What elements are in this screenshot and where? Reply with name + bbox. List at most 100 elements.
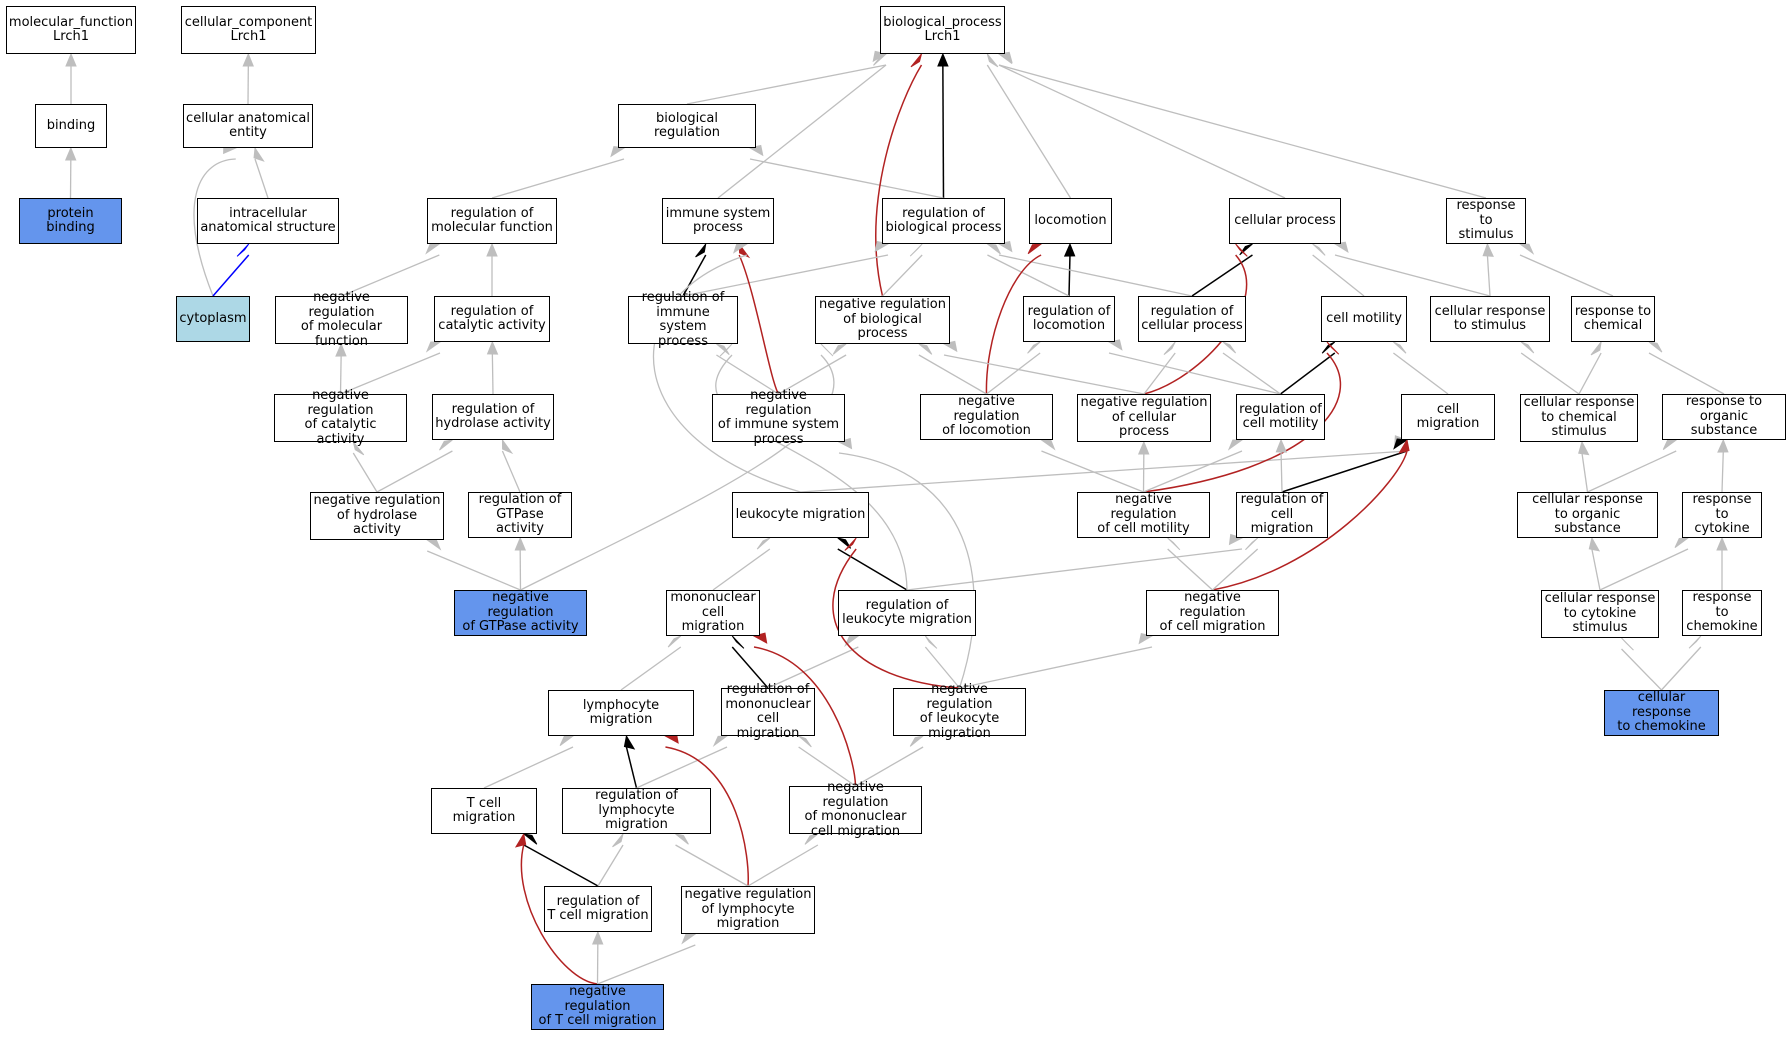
node-cellular-process[interactable]: cellular process — [1229, 198, 1341, 244]
node-regulation-of-molecular-function[interactable]: regulation of molecular function — [427, 198, 557, 244]
node-regulation-of-cellular-process[interactable]: regulation of cellular process — [1138, 296, 1246, 342]
node-neg-reg-cell-motility[interactable]: negative regulation of cell motility — [1077, 492, 1210, 538]
node-regulation-of-leukocyte-migration[interactable]: regulation of leukocyte migration — [838, 590, 976, 636]
node-response-to-organic-substance[interactable]: response to organic substance — [1662, 394, 1786, 440]
node-regulation-of-mononuclear-cell-migration[interactable]: regulation of mononuclear cell migration — [721, 682, 815, 740]
node-regulation-of-GTPase-activity[interactable]: regulation of GTPase activity — [468, 492, 572, 538]
edge-arrowhead — [1590, 340, 1602, 356]
edge-arrowhead — [1716, 536, 1728, 551]
node-response-to-cytokine[interactable]: response to cytokine — [1682, 492, 1762, 538]
node-neg-reg-leukocyte-migration[interactable]: negative regulation of leukocyte migrati… — [893, 682, 1026, 740]
edge-arrowhead — [1688, 635, 1702, 649]
node-cellular-component[interactable]: cellular_component Lrch1 — [181, 6, 316, 54]
edge-arrowhead — [425, 243, 441, 255]
node-cellular-response-to-chemokine[interactable]: cellular response to chemokine — [1604, 690, 1719, 736]
edge-arrowhead — [610, 146, 626, 158]
node-response-to-chemokine[interactable]: response to chemokine — [1682, 590, 1762, 636]
node-neg-reg-T-cell-migration[interactable]: negative regulation of T cell migration — [531, 984, 664, 1030]
edge-arrowhead — [612, 833, 624, 848]
node-response-to-stimulus[interactable]: response to stimulus — [1446, 198, 1526, 244]
node-regulation-of-hydrolase-activity[interactable]: regulation of hydrolase activity — [432, 394, 554, 440]
node-biological-process[interactable]: biological_process Lrch1 — [880, 6, 1005, 54]
edge-arrowhead — [1027, 341, 1041, 354]
edge-mononuclear-cell-migration-to-leukocyte-migration — [712, 548, 771, 591]
node-regulation-of-cell-motility[interactable]: regulation of cell motility — [1236, 394, 1325, 440]
node-regulation-of-lymphocyte-migration[interactable]: regulation of lymphocyte migration — [562, 788, 711, 834]
edge-arrowhead — [731, 635, 745, 649]
node-cellular-response-to-organic-substance[interactable]: cellular response to organic substance — [1517, 492, 1658, 538]
edge-T-cell-migration-to-lymphocyte-migration — [483, 746, 574, 789]
node-lymphocyte-migration[interactable]: lymphocyte migration — [548, 690, 694, 736]
node-neg-reg-biological-process[interactable]: negative regulation of biological proces… — [815, 296, 950, 344]
edge-neg-reg-leukocyte-migration-to-regulation-of-leukocyte-migration — [924, 646, 960, 689]
edge-arrowhead — [335, 342, 347, 357]
edge-arrowhead — [910, 53, 922, 68]
node-leukocyte-migration[interactable]: leukocyte migration — [732, 492, 869, 538]
node-binding[interactable]: binding — [35, 104, 107, 148]
edge-regulation-of-cell-migration-to-cell-migration — [1281, 450, 1408, 493]
node-protein-binding[interactable]: protein binding — [19, 198, 122, 244]
edge-neg-reg-cell-migration-to-cell-migration — [1212, 450, 1408, 591]
edge-neg-reg-cell-migration-to-regulation-of-cell-migration — [1212, 548, 1259, 591]
node-molecular-function[interactable]: molecular_function Lrch1 — [6, 6, 136, 54]
node-neg-reg-mononuclear-cell-migration[interactable]: negative regulation of mononuclear cell … — [789, 780, 922, 838]
edge-locomotion-to-biological-process — [986, 64, 1072, 199]
edge-arrowhead — [486, 340, 499, 355]
edge-response-to-cytokine-to-response-to-organic-substance — [1721, 450, 1724, 493]
node-neg-reg-immune-system-process[interactable]: negative regulation of immune system pro… — [712, 388, 845, 446]
edge-cellular-response-to-organic-substance-to-response-to-organic-substance — [1587, 450, 1677, 493]
edge-arrowhead — [844, 635, 860, 648]
node-neg-reg-lymphocyte-migration[interactable]: negative regulation of lymphocyte migrat… — [681, 886, 815, 934]
edge-arrowhead — [804, 833, 819, 845]
node-neg-reg-cellular-process[interactable]: negative regulation of cellular process — [1077, 394, 1211, 442]
node-immune-system-process[interactable]: immune system process — [662, 198, 774, 244]
node-cellular-anatomical-entity[interactable]: cellular anatomical entity — [183, 104, 313, 148]
edge-neg-reg-hydrolase-activity-to-regulation-of-hydrolase-activity — [376, 450, 453, 493]
node-cell-motility[interactable]: cell motility — [1321, 296, 1407, 342]
edge-neg-reg-locomotion-to-neg-reg-biological-process — [918, 354, 987, 395]
edge-cellular-process-to-biological-process — [998, 64, 1286, 199]
node-neg-reg-catalytic-activity[interactable]: negative regulation of catalytic activit… — [274, 388, 407, 446]
node-regulation-of-locomotion[interactable]: regulation of locomotion — [1023, 296, 1115, 342]
node-cytoplasm[interactable]: cytoplasm — [176, 296, 250, 342]
edge-neg-reg-leukocyte-migration-to-neg-reg-cell-migration — [959, 646, 1153, 689]
edge-arrowhead — [1239, 243, 1253, 256]
edge-arrowhead — [1167, 537, 1181, 551]
edge-cellular-response-to-cytokine-stimulus-to-cellular-response-to-organic-substance — [1591, 548, 1601, 591]
node-cellular-response-to-chemical-stimulus[interactable]: cellular response to chemical stimulus — [1520, 394, 1638, 442]
edge-regulation-of-locomotion-to-locomotion — [1068, 254, 1071, 297]
node-response-to-chemical[interactable]: response to chemical — [1571, 296, 1655, 342]
edge-regulation-of-mononuclear-cell-migration-to-regulation-of-leukocyte-migration — [767, 646, 859, 689]
node-cellular-response-to-cytokine-stimulus[interactable]: cellular response to cytokine stimulus — [1541, 590, 1659, 638]
node-intracellular-anatomical-structure[interactable]: intracellular anatomical structure — [197, 198, 339, 244]
node-mononuclear-cell-migration[interactable]: mononuclear cell migration — [666, 590, 760, 636]
edge-arrowhead — [1275, 438, 1288, 453]
node-regulation-of-cell-migration[interactable]: regulation of cell migration — [1236, 492, 1328, 538]
node-neg-reg-locomotion[interactable]: negative regulation of locomotion — [920, 394, 1053, 440]
edge-arrowhead — [1235, 243, 1248, 257]
node-regulation-of-catalytic-activity[interactable]: regulation of catalytic activity — [434, 296, 550, 342]
edge-arrowhead — [425, 539, 442, 551]
node-neg-reg-hydrolase-activity[interactable]: negative regulation of hydrolase activit… — [310, 492, 444, 540]
node-cellular-response-to-stimulus[interactable]: cellular response to stimulus — [1430, 296, 1550, 342]
edge-arrowhead — [1063, 242, 1076, 257]
node-cell-migration[interactable]: cell migration — [1401, 394, 1495, 440]
node-regulation-of-biological-process[interactable]: regulation of biological process — [882, 198, 1005, 244]
node-regulation-of-immune-system-process[interactable]: regulation of immune system process — [628, 290, 738, 348]
node-regulation-of-T-cell-migration[interactable]: regulation of T cell migration — [544, 886, 652, 932]
edge-neg-reg-immune-system-process-to-immune-system-process — [738, 254, 780, 395]
edge-arrowhead — [719, 343, 733, 357]
edge-arrowhead — [695, 243, 707, 258]
edge-neg-reg-cellular-process-to-regulation-of-cellular-process — [1143, 352, 1176, 395]
node-biological-regulation[interactable]: biological regulation — [618, 104, 756, 148]
edge-leukocyte-migration-to-immune-system-process — [652, 254, 801, 493]
edge-arrowhead — [844, 537, 857, 551]
node-neg-reg-GTPase-activity[interactable]: negative regulation of GTPase activity — [454, 590, 587, 636]
node-neg-reg-molecular-function[interactable]: negative regulation of molecular functio… — [275, 290, 408, 348]
node-neg-reg-cell-migration[interactable]: negative regulation of cell migration — [1146, 590, 1279, 636]
edge-neg-reg-mononuclear-cell-migration-to-neg-reg-leukocyte-migration — [855, 746, 924, 787]
node-locomotion[interactable]: locomotion — [1029, 198, 1112, 244]
edge-arrowhead — [1245, 537, 1259, 551]
node-T-cell-migration[interactable]: T cell migration — [431, 788, 537, 834]
